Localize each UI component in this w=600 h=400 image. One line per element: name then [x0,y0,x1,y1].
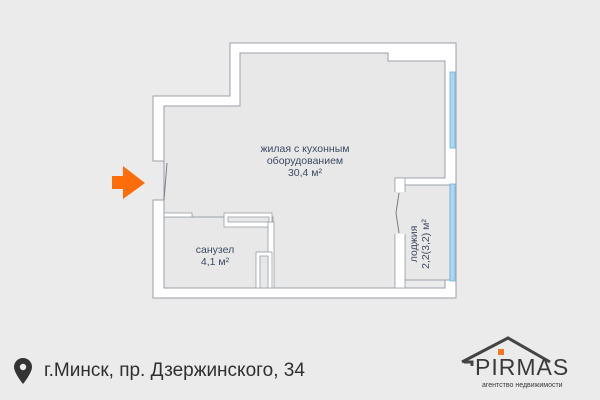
house-roof-icon [461,336,551,366]
map-pin-icon [14,358,32,384]
room-loggia-name: лоджия [408,225,420,263]
logo-tagline: агентство недвижимости [482,382,563,389]
loggia-door-gap [394,192,406,234]
room-main-name-2: оборудованием [266,155,344,167]
room-loggia-label: лоджия 2,2(3,2) м² [408,194,432,294]
logo-name: PIRMAS [475,354,570,380]
entrance-arrow-icon [112,166,145,199]
entrance-door [163,162,168,201]
loggia-door [395,192,400,214]
room-bath-area: 4,1 м² [200,256,230,268]
room-main-label: жилая с кухонным оборудованием 30,4 м² [240,143,370,179]
room-loggia-area: 2,2(3,2) м² [420,219,432,269]
address-bar: г.Минск, пр. Дзержинского, 34 [14,358,305,384]
bath-wall-top-inner [227,216,270,223]
address-text: г.Минск, пр. Дзержинского, 34 [44,360,305,381]
window-main [449,71,456,149]
bath-partition [163,212,193,218]
room-main-area: 30,4 м² [287,167,323,179]
bath-duct-inner [259,255,269,289]
company-logo: PIRMAS агентство недвижимости [458,336,588,392]
room-bath-label: санузел 4,1 м² [180,244,250,268]
loggia-door-2 [395,212,400,234]
window-loggia [449,183,456,282]
floor-plan [112,42,457,299]
room-main-name-1: жилая с кухонным [260,143,350,155]
room-bath-name: санузел [195,244,235,256]
